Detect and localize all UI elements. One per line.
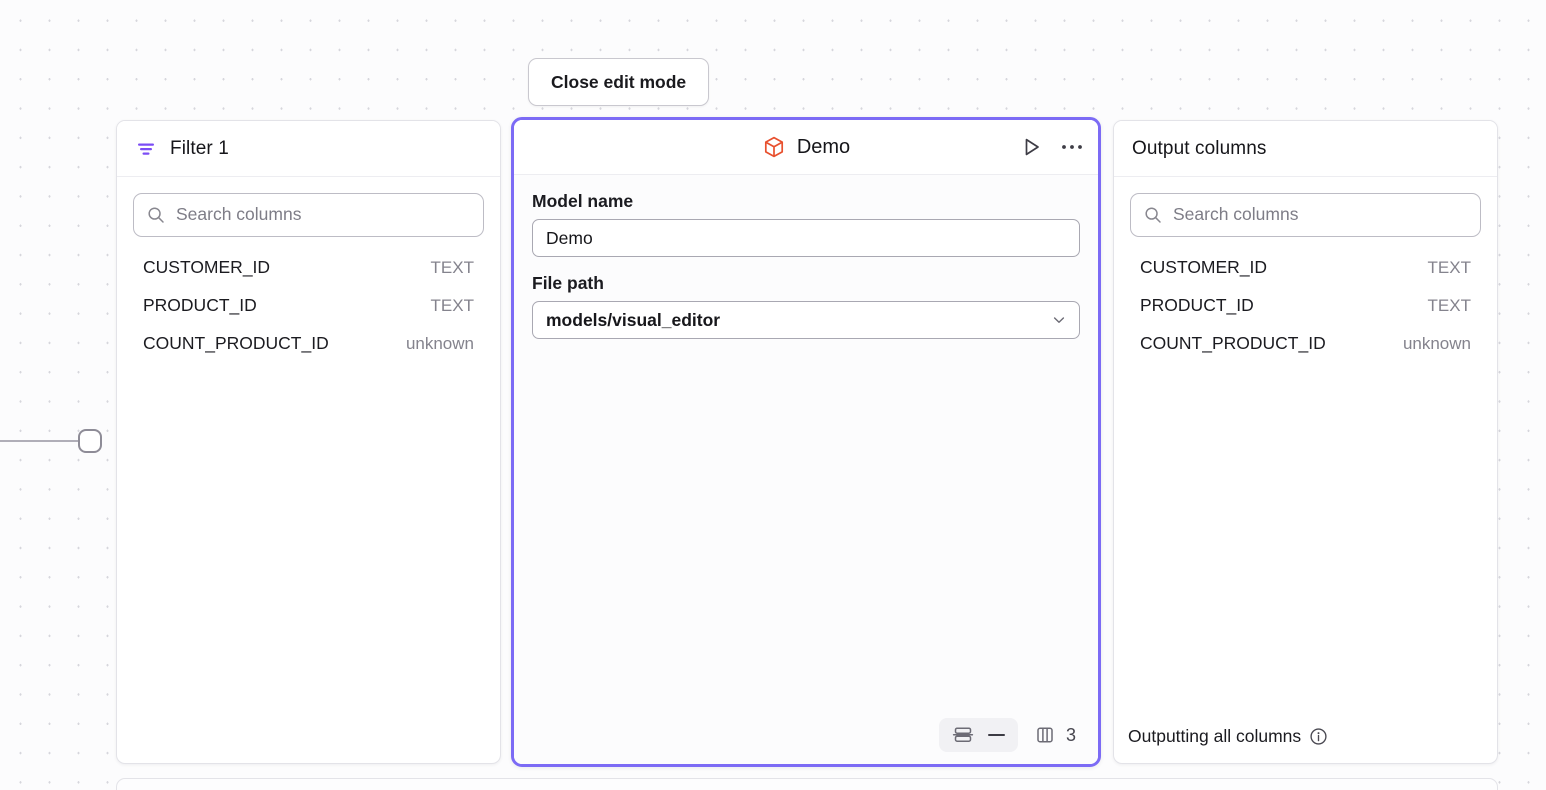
filter-search-placeholder: Search columns	[176, 204, 302, 225]
output-panel-footer: Outputting all columns	[1114, 709, 1497, 763]
table-row[interactable]: PRODUCT_ID TEXT	[133, 293, 484, 319]
column-type: TEXT	[1427, 258, 1471, 277]
model-panel-title: Demo	[796, 135, 851, 158]
model-node-panel[interactable]: Demo Model name Demo	[511, 117, 1101, 767]
play-icon[interactable]	[1019, 135, 1043, 159]
table-row[interactable]: COUNT_PRODUCT_ID unknown	[1130, 331, 1481, 357]
filter-panel-body: Search columns CUSTOMER_ID TEXT PRODUCT_…	[117, 177, 500, 763]
filter-icon	[135, 138, 157, 160]
table-row[interactable]: CUSTOMER_ID TEXT	[133, 255, 484, 281]
close-edit-mode-button[interactable]: Close edit mode	[528, 58, 710, 106]
row-count-value	[987, 733, 1005, 737]
output-panel-header: Output columns	[1114, 121, 1497, 177]
output-panel-title: Output columns	[1132, 137, 1267, 159]
column-type: unknown	[405, 334, 474, 353]
row-count-chip[interactable]	[938, 718, 1018, 752]
table-row[interactable]: CUSTOMER_ID TEXT	[1130, 255, 1481, 281]
output-panel-body: Search columns CUSTOMER_ID TEXT PRODUCT_…	[1114, 177, 1497, 709]
column-name: COUNT_PRODUCT_ID	[143, 333, 329, 353]
search-icon	[146, 205, 166, 225]
info-icon[interactable]	[1309, 727, 1328, 746]
column-name: COUNT_PRODUCT_ID	[1140, 333, 1326, 353]
column-type: TEXT	[430, 296, 474, 315]
file-path-value: models/visual_editor	[546, 309, 721, 330]
ellipsis-icon[interactable]	[1060, 142, 1084, 152]
edge-connector-line	[0, 440, 82, 442]
edge-connector-handle[interactable]	[78, 429, 102, 453]
filter-node-panel[interactable]: Filter 1 Search columns CUSTOMER_ID TEXT	[116, 120, 501, 764]
model-name-input[interactable]: Demo	[532, 219, 1080, 257]
file-path-label: File path	[532, 273, 604, 293]
filter-column-list: CUSTOMER_ID TEXT PRODUCT_ID TEXT COUNT_P…	[133, 255, 484, 357]
column-name: PRODUCT_ID	[143, 295, 257, 315]
output-footer-text: Outputting all columns	[1128, 725, 1302, 746]
column-count-value: 3	[1065, 724, 1076, 745]
filter-panel-title: Filter 1	[170, 137, 229, 159]
model-panel-footer: 3	[514, 712, 1098, 764]
rows-icon	[952, 724, 974, 746]
output-search-placeholder: Search columns	[1173, 204, 1299, 225]
table-row[interactable]: PRODUCT_ID TEXT	[1130, 293, 1481, 319]
column-count-group[interactable]: 3	[1034, 724, 1076, 746]
file-path-select[interactable]: models/visual_editor	[532, 301, 1080, 339]
search-icon	[1143, 205, 1163, 225]
cube-icon	[762, 135, 786, 159]
output-columns-panel[interactable]: Output columns Search columns CUSTOMER_I…	[1113, 120, 1498, 764]
bottom-node-panel[interactable]	[116, 778, 1498, 790]
output-search-input[interactable]: Search columns	[1130, 193, 1481, 237]
column-name: CUSTOMER_ID	[143, 257, 271, 277]
column-type: TEXT	[1427, 296, 1471, 315]
filter-panel-header: Filter 1	[117, 121, 500, 177]
column-type: TEXT	[430, 258, 474, 277]
table-row[interactable]: COUNT_PRODUCT_ID unknown	[133, 331, 484, 357]
column-name: CUSTOMER_ID	[1140, 257, 1268, 277]
chevron-down-icon	[1051, 312, 1067, 328]
filter-search-input[interactable]: Search columns	[133, 193, 484, 237]
model-panel-body: Model name Demo File path models/visual_…	[514, 175, 1098, 712]
model-name-label: Model name	[532, 191, 634, 211]
column-name: PRODUCT_ID	[1140, 295, 1254, 315]
column-type: unknown	[1402, 334, 1471, 353]
output-column-list: CUSTOMER_ID TEXT PRODUCT_ID TEXT COUNT_P…	[1130, 255, 1481, 357]
columns-icon	[1034, 724, 1056, 746]
model-panel-header: Demo	[514, 120, 1098, 175]
